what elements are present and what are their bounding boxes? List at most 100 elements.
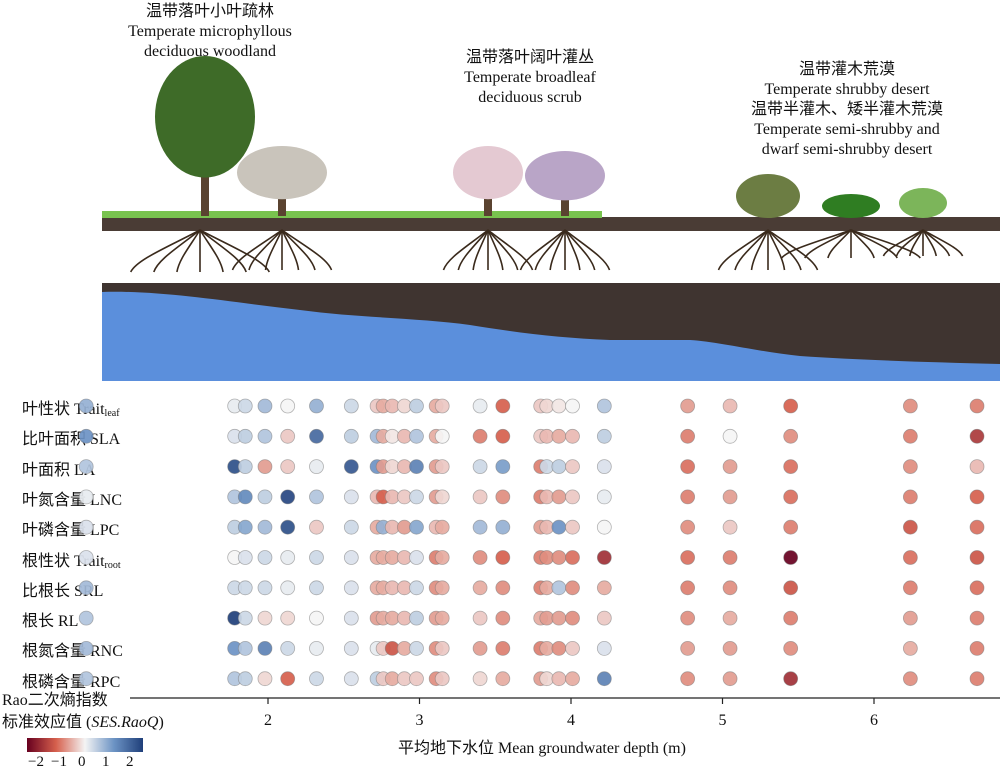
- zone-label-desert: 温带灌木荒漠 Temperate shrubby desert 温带半灌木、矮半…: [712, 60, 982, 160]
- data-point: [565, 519, 580, 535]
- data-point: [280, 580, 296, 596]
- roots-tree-blossom: [442, 229, 534, 271]
- data-point: [565, 459, 580, 475]
- data-point: [551, 580, 567, 596]
- data-point: [722, 641, 738, 656]
- data-point: [783, 519, 799, 535]
- data-point: [969, 671, 985, 687]
- row-label: 根长 RL: [22, 613, 79, 631]
- tree-large: [155, 56, 255, 216]
- data-point: [237, 671, 253, 687]
- data-point: [309, 610, 324, 626]
- data-point: [280, 610, 296, 626]
- data-point: [722, 459, 738, 475]
- data-point: [902, 671, 918, 687]
- data-point: [565, 398, 580, 414]
- roots-shrub-3: [882, 229, 964, 257]
- data-point: [472, 550, 488, 565]
- grass-strip: [102, 211, 602, 218]
- data-point: [472, 428, 488, 444]
- data-point: [722, 671, 738, 687]
- data-point: [409, 459, 424, 475]
- data-point: [434, 580, 450, 596]
- data-point: [565, 489, 580, 505]
- data-point: [472, 398, 488, 414]
- data-point: [280, 489, 296, 505]
- row-label: 比叶面积 SLA: [22, 431, 121, 449]
- data-point: [783, 489, 799, 505]
- row-label: 根氮含量 RNC: [22, 643, 123, 661]
- data-point: [257, 550, 273, 565]
- data-point: [280, 671, 296, 687]
- data-point: [343, 519, 359, 535]
- data-point: [257, 580, 273, 596]
- data-point: [343, 610, 359, 626]
- data-point: [551, 641, 567, 656]
- data-point: [551, 489, 567, 505]
- data-point: [280, 519, 296, 535]
- data-point: [237, 428, 253, 444]
- data-point: [434, 428, 450, 444]
- data-point: [902, 580, 918, 596]
- data-point: [596, 519, 612, 535]
- data-point: [434, 398, 450, 414]
- data-point: [495, 610, 511, 626]
- data-point: [495, 641, 511, 656]
- data-point: [902, 519, 918, 535]
- data-point: [596, 641, 612, 656]
- data-point: [596, 428, 612, 444]
- data-point: [783, 610, 799, 626]
- data-point: [722, 610, 738, 626]
- data-point: [409, 610, 424, 626]
- tree-bare: [237, 146, 327, 216]
- data-point: [969, 428, 985, 444]
- roots-shrub-1: [717, 229, 819, 271]
- data-point: [969, 610, 985, 626]
- data-point: [409, 489, 424, 505]
- roots-shrub-2: [781, 229, 921, 259]
- zone-scrub-en-2: deciduous scrub: [478, 89, 582, 106]
- data-point: [596, 459, 612, 475]
- data-point: [722, 580, 738, 596]
- data-point: [78, 550, 94, 565]
- groundwater-body: [102, 291, 1000, 381]
- data-point: [551, 459, 567, 475]
- data-point: [680, 398, 696, 414]
- data-point: [78, 610, 94, 626]
- data-point: [237, 398, 253, 414]
- data-point: [680, 489, 696, 505]
- data-point: [902, 550, 918, 565]
- zone-woodland-en-1: Temperate microphyllous: [128, 23, 292, 40]
- legend-colorbar: [27, 738, 143, 752]
- data-point: [680, 428, 696, 444]
- data-point: [596, 550, 612, 565]
- data-point: [969, 489, 985, 505]
- legend-tick: 2: [126, 754, 134, 770]
- row-label: 叶面积 LA: [22, 461, 96, 479]
- row-label: 叶磷含量 LPC: [22, 522, 120, 540]
- zone-woodland-en-2: deciduous woodland: [144, 43, 276, 60]
- zone-desert-en: Temperate shrubby desert: [764, 81, 930, 98]
- data-point: [969, 580, 985, 596]
- data-point: [343, 550, 359, 565]
- data-point: [257, 489, 273, 505]
- data-point: [343, 459, 359, 475]
- data-point: [472, 580, 488, 596]
- data-point: [902, 398, 918, 414]
- data-point: [237, 641, 253, 656]
- data-point: [472, 610, 488, 626]
- data-point: [309, 459, 324, 475]
- legend-title: Rao二次熵指数 标准效应值 (SES.RaoQ): [2, 690, 164, 734]
- data-point: [565, 671, 580, 687]
- zone-desert-en2-1: Temperate semi-shrubby and: [754, 121, 940, 138]
- data-point: [78, 459, 94, 475]
- data-point: [434, 671, 450, 687]
- data-point: [969, 550, 985, 565]
- data-point: [495, 519, 511, 535]
- data-point: [257, 519, 273, 535]
- legend-tick: −1: [51, 754, 67, 770]
- legend-tick: 0: [78, 754, 86, 770]
- zone-label-scrub: 温带落叶阔叶灌丛 Temperate broadleaf deciduous s…: [425, 48, 635, 108]
- data-point: [472, 641, 488, 656]
